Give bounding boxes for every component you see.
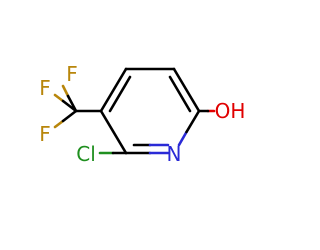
bond-c5-c6 (172, 67, 201, 113)
bond-c5-c6-inner (168, 75, 192, 113)
bond-cf3-f-bottom-f (53, 119, 65, 129)
nitrogen-atom-label: N (167, 142, 182, 166)
bond-c3-c4-inner (108, 75, 132, 113)
fluorine-atom-label-left: F (39, 76, 51, 100)
bond-cf3-f-bottom-c (61, 109, 78, 123)
fluorine-atom-label-bottom: F (39, 122, 51, 146)
fluorine-atom-label-top: F (66, 62, 78, 86)
bond-c6-n1-c (185, 109, 201, 134)
bond-cf3-f-left-f (53, 93, 65, 103)
bond-c6-n1-n (177, 130, 188, 147)
bond-cf3-f-top-c (66, 94, 78, 113)
bond-c3-c4 (99, 67, 128, 113)
hydroxyl-atom-label: OH (215, 99, 246, 123)
bond-cf3-f-top-f (61, 84, 70, 98)
chlorine-atom-label: Cl (76, 142, 96, 166)
bond-c2-c3 (99, 109, 128, 155)
